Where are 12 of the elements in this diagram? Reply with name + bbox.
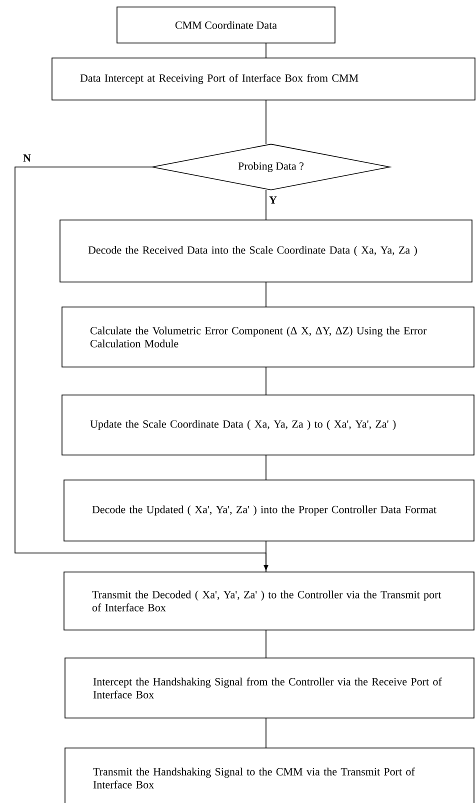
process-box: Intercept the Handshaking Signal from the Controller via the Receive Port of Interface Box	[64, 658, 474, 718]
process-box: CMM Coordinate Data	[116, 6, 336, 44]
process-box: Update the Scale Coordinate Data ( Xa, Ya, Za ) to ( Xa', Ya', Za' )	[62, 394, 474, 456]
process-box: Calculate the Volumetric Error Component (Δ X, ΔY, ΔZ) Using the Error Calculation Module	[62, 306, 474, 368]
edge-label: N	[23, 154, 31, 162]
process-box: Transmit the Handshaking Signal to the CMM via the Transmit Port of Interface Box	[64, 748, 474, 803]
process-box: Transmit the Decoded ( Xa', Ya', Za' ) to the Controller via the Transmit port of Interface Box	[64, 572, 474, 630]
process-box: Decode the Received Data into the Scale Coordinate Data ( Xa, Ya, Za )	[60, 220, 472, 282]
edge-label: Y	[269, 196, 277, 204]
process-box: Decode the Updated ( Xa', Ya', Za' ) into the Proper Controller Data Format	[64, 480, 474, 542]
arrow	[14, 166, 268, 571]
process-box: Data Intercept at Receiving Port of Interface Box from CMM	[52, 58, 476, 100]
